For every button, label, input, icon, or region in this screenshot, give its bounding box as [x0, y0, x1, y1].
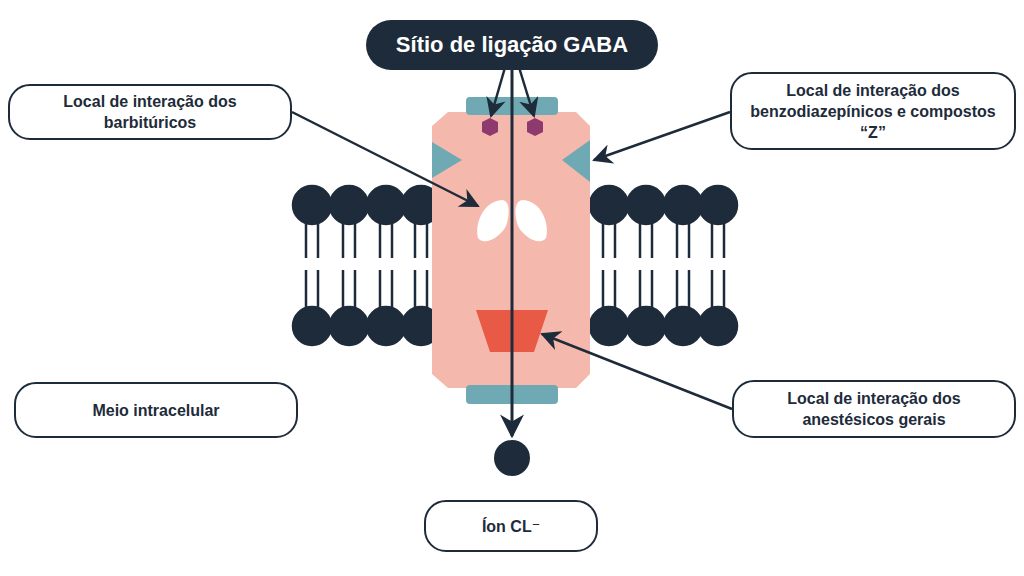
- lipid-tail: [688, 222, 691, 258]
- lipid-head: [699, 186, 737, 224]
- lipid-head: [590, 186, 628, 224]
- region-label-box: Meio intracelular: [14, 382, 298, 438]
- channel-line: [511, 60, 514, 436]
- node-text: Íon CL⁻: [482, 516, 540, 537]
- barbiturate-site: [477, 200, 509, 241]
- text-wrap: Local de interação dos benzodiazepínicos…: [746, 80, 1000, 143]
- lipid-tail: [723, 222, 726, 258]
- lipid-head: [627, 307, 665, 345]
- lipid-tail: [354, 270, 357, 309]
- lipid-tail: [342, 270, 345, 309]
- text-wrap: Meio intracelular: [92, 400, 219, 421]
- lipid-tail: [602, 222, 605, 258]
- lipid-head: [590, 307, 628, 345]
- lipid-tail: [639, 270, 642, 309]
- lipid-tail: [639, 222, 642, 258]
- text-wrap: Local de interação dos anestésicos gerai…: [748, 388, 1000, 430]
- lipid-head: [627, 186, 665, 224]
- lipid-tail: [354, 222, 357, 258]
- lipid-head: [664, 307, 702, 345]
- gaba-site: [482, 118, 498, 136]
- lipid-tail: [688, 270, 691, 309]
- ion-label-box: Íon CL⁻: [424, 500, 598, 552]
- callout-box: Local de interação dos benzodiazepínicos…: [730, 72, 1016, 150]
- text-wrap: Sítio de ligação GABA: [396, 32, 628, 58]
- text-wrap: Local de interação dos barbitúricos: [24, 91, 276, 133]
- lipid-head: [330, 307, 368, 345]
- barbiturate-site: [515, 200, 547, 241]
- callout-box: Local de interação dos anestésicos gerai…: [732, 380, 1016, 438]
- lipid-tail: [391, 222, 394, 258]
- lipid-tail: [651, 270, 654, 309]
- lipid-head: [293, 186, 331, 224]
- lipid-tail: [426, 270, 429, 309]
- callout-box: Local de interação dos barbitúricos: [8, 84, 292, 140]
- lipid-tail: [711, 222, 714, 258]
- node-text: Meio intracelular: [92, 400, 219, 421]
- lipid-head: [664, 186, 702, 224]
- lipid-tail: [305, 222, 308, 258]
- lipid-tail: [414, 270, 417, 309]
- lipid-head: [367, 186, 405, 224]
- site-label-box: Sítio de ligação GABA: [366, 20, 658, 70]
- node-text: Local de interação dos benzodiazepínicos…: [746, 80, 1000, 143]
- lipid-tail: [711, 270, 714, 309]
- node-text: Local de interação dos barbitúricos: [24, 91, 276, 133]
- lipid-tail: [379, 270, 382, 309]
- lipid-tail: [414, 222, 417, 258]
- leader-line: [491, 64, 506, 116]
- lipid-tail: [614, 222, 617, 258]
- lipid-tail: [379, 222, 382, 258]
- lipid-tail: [723, 270, 726, 309]
- lipid-tail: [317, 222, 320, 258]
- node-text: Local de interação dos anestésicos gerai…: [748, 388, 1000, 430]
- node-text: Sítio de ligação GABA: [396, 32, 628, 58]
- lipid-head: [699, 307, 737, 345]
- lipid-tail: [602, 270, 605, 309]
- leader-line: [542, 334, 732, 409]
- lipid-tail: [676, 270, 679, 309]
- lipid-tail: [342, 222, 345, 258]
- lipid-head: [330, 186, 368, 224]
- lipid-tail: [391, 270, 394, 309]
- lipid-tail: [305, 270, 308, 309]
- chloride-ion: [494, 440, 530, 476]
- lipid-head: [367, 307, 405, 345]
- leader-line: [292, 112, 478, 206]
- gaba-site: [527, 118, 543, 136]
- benzodiazepine-site: [562, 140, 590, 182]
- lipid-tail: [317, 270, 320, 309]
- lipid-tail: [426, 222, 429, 258]
- leader-line: [518, 64, 534, 116]
- text-wrap: Íon CL⁻: [482, 516, 540, 537]
- lipid-tail: [651, 222, 654, 258]
- lipid-head: [293, 307, 331, 345]
- lipid-tail: [676, 222, 679, 258]
- leader-line: [594, 112, 730, 160]
- lipid-tail: [614, 270, 617, 309]
- benzodiazepine-site: [432, 142, 462, 178]
